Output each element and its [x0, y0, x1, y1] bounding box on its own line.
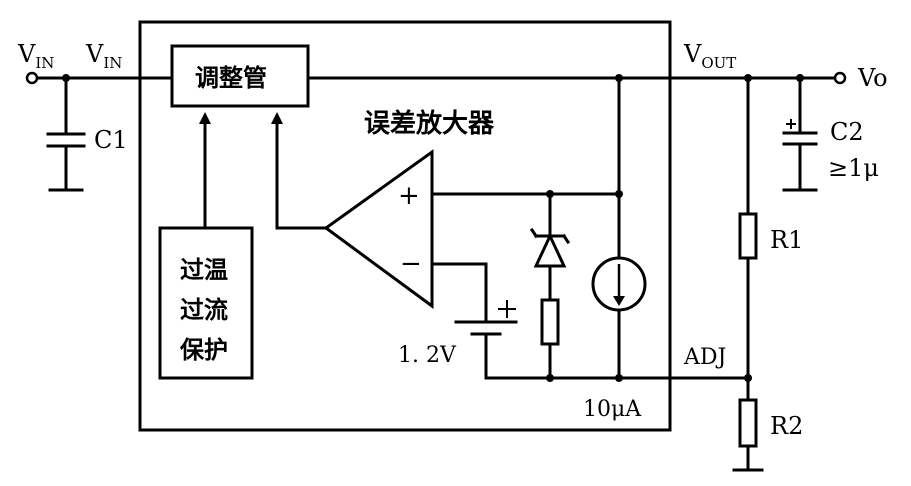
current-source-arrow-icon	[613, 296, 625, 306]
pass-element-box	[170, 44, 310, 108]
error-amp-triangle	[323, 149, 434, 309]
c2-value-label: ≥1μ	[828, 154, 879, 182]
amp-minus-label: −	[400, 249, 422, 279]
junction-adj	[744, 374, 752, 382]
internal-resistor	[540, 298, 560, 346]
r1-body	[738, 212, 758, 260]
vin-terminal	[25, 71, 39, 85]
zener-bar-hook-right	[561, 233, 571, 245]
protection-label-3: 保护	[179, 336, 228, 364]
vin-outer-label: VIN	[17, 40, 54, 72]
vref-label: 1. 2V	[398, 343, 457, 368]
ic-outline	[138, 20, 672, 432]
current-label: 10μA	[583, 397, 642, 422]
protection-box	[158, 226, 254, 380]
vin-inner-label: VIN	[85, 40, 122, 72]
protection-label-1: 过温	[180, 256, 228, 284]
c2-label: C2	[830, 118, 864, 146]
protection-arrow-icon	[199, 112, 211, 124]
vo-label: Vo	[857, 64, 888, 92]
r2-body	[738, 398, 758, 448]
protection-label-2: 过流	[180, 296, 228, 324]
adj-label: ADJ	[683, 345, 726, 370]
vo-terminal	[833, 71, 847, 85]
r2-label: R2	[770, 412, 803, 440]
amp-output-wire	[275, 116, 328, 230]
amp-plus-label: +	[398, 181, 420, 211]
zener-bar-hook-left	[529, 227, 539, 239]
error-amp-label: 误差放大器	[364, 108, 495, 139]
vout-label: VOUT	[683, 40, 736, 72]
r1-label: R1	[770, 226, 803, 254]
inv-input-wire	[430, 262, 488, 324]
c1-label: C1	[94, 126, 128, 154]
amp-arrow-icon	[271, 112, 283, 124]
zener-diode-icon	[533, 232, 567, 268]
pass-element-label: 调整管	[195, 64, 267, 92]
